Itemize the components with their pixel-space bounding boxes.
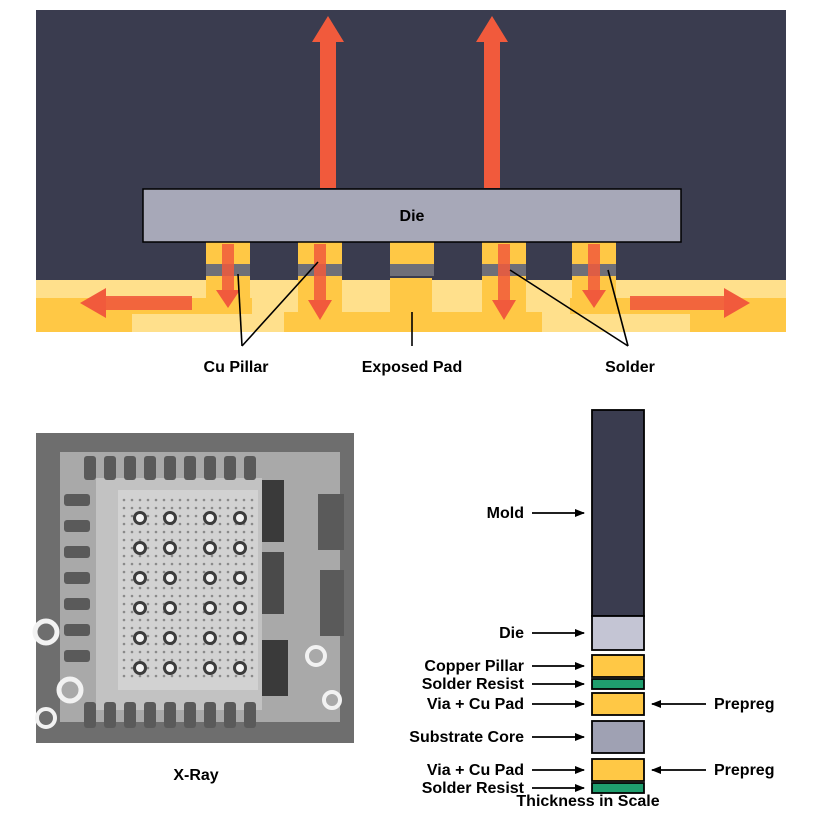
die-label: Die	[400, 208, 425, 225]
stack-layer-2	[591, 654, 645, 678]
stack-bars	[591, 409, 645, 794]
stack-layer-0	[591, 409, 645, 617]
exposed-pad-label: Exposed Pad	[362, 359, 462, 376]
stack-label-3: Solder Resist	[422, 676, 525, 693]
stack-side-label-4: Prepreg	[714, 696, 774, 713]
stack-layer-7	[591, 782, 645, 794]
stack-label-4: Via + Cu Pad	[427, 696, 524, 713]
stack-label-0: Mold	[487, 505, 524, 522]
leader-lines	[237, 261, 629, 347]
stack-side-label-6: Prepreg	[714, 762, 774, 779]
die	[142, 188, 682, 243]
heat-arrow-down-4	[492, 244, 516, 320]
stack-label-1: Die	[499, 625, 524, 642]
cross-section: Die	[36, 10, 786, 376]
heat-arrow-left	[80, 288, 192, 318]
xray-caption: X-Ray	[173, 767, 218, 784]
stack-layer-4	[591, 692, 645, 716]
xray-top-leads	[84, 456, 256, 480]
heat-arrow-down-2	[308, 244, 332, 320]
xray-bumps	[133, 511, 247, 675]
xray-left-leads	[64, 494, 90, 662]
heat-arrow-down-1	[216, 244, 240, 308]
exposed-pad-neck	[390, 278, 432, 318]
stack-layer-6	[591, 758, 645, 782]
stack-layer-5	[591, 720, 645, 754]
stack-label-2: Copper Pillar	[424, 658, 524, 675]
stack-label-7: Solder Resist	[422, 780, 525, 797]
stack-layer-1	[591, 615, 645, 651]
exposed-pad	[284, 312, 542, 332]
heat-arrow-up-left	[312, 16, 344, 188]
stack-caption: Thickness in Scale	[516, 793, 659, 810]
stack-label-6: Via + Cu Pad	[427, 762, 524, 779]
heat-arrow-down-5	[582, 244, 606, 308]
xray-image: X-Ray	[32, 433, 354, 784]
xray-bottom-leads	[84, 702, 256, 728]
solder-label: Solder	[605, 359, 655, 376]
heat-arrow-right	[630, 288, 750, 318]
pillar-3	[390, 242, 434, 276]
heat-arrow-up-right	[476, 16, 508, 188]
cu-pillar-label: Cu Pillar	[204, 359, 269, 376]
stack-layer-3	[591, 678, 645, 690]
stack-label-5: Substrate Core	[409, 729, 524, 746]
